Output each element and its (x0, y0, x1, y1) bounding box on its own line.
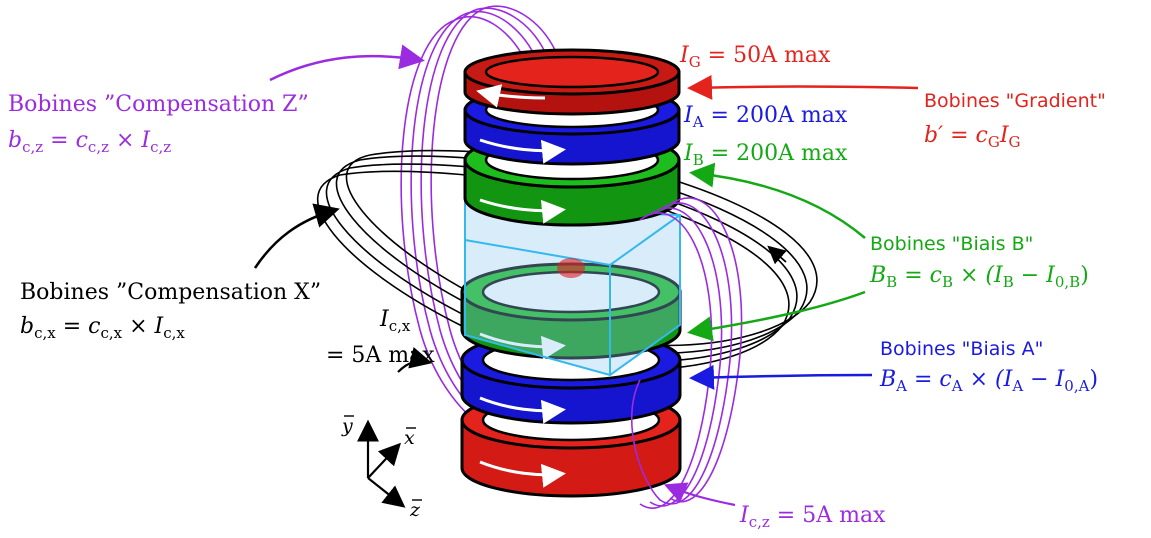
bias-b-title: Bobines "Biais B" (870, 233, 1033, 255)
gradient-title: Bobines "Gradient" (924, 90, 1106, 112)
current-compensation-x-symbol: Ic,x (379, 307, 411, 335)
current-compensation-z-label: Ic,z = 5A max (739, 503, 886, 531)
coil-bias-b-bottom (460, 262, 682, 360)
compensation-x-title: Bobines ”Compensation X” (20, 280, 321, 305)
compensation-x-direction-arrow (767, 245, 787, 265)
axis-z-label: z (409, 499, 421, 521)
current-compensation-x-value: = 5A max (326, 343, 435, 368)
compensation-z-formula: bc,z = cc,z × Ic,z (8, 128, 171, 156)
axis-vector-arrows (344, 415, 422, 501)
compensation-z-title: Bobines ”Compensation Z” (8, 92, 309, 117)
bias-b-formula: BB = cB × (IB − I0,B) (869, 263, 1089, 291)
compensation-x-formula: bc,x = cc,x × Ic,x (20, 314, 185, 342)
axis-x-label: x (404, 427, 415, 449)
arrow-icx (397, 347, 433, 373)
current-gradient-label: IG = 50A max (679, 43, 831, 71)
axes-triad (357, 419, 406, 508)
coil-gradient-top (463, 48, 681, 116)
current-bias-a-label: IA = 200A max (683, 103, 848, 131)
current-bias-b-label: IB = 200A max (683, 141, 848, 169)
arrow-bias-b-bottom (687, 290, 866, 342)
arrow-bias-b-top (689, 162, 866, 239)
axis-y-label: y (341, 415, 353, 437)
arrow-bias-a (689, 364, 873, 390)
arrow-icz (663, 482, 736, 507)
bias-a-formula: BA = cA × (IA − I0,A) (879, 367, 1098, 395)
arrow-compensation-z (269, 44, 425, 82)
gradient-formula: b′ = cGIG (924, 123, 1021, 151)
bias-a-title: Bobines "Biais A" (880, 338, 1043, 360)
arrow-gradient (687, 74, 919, 100)
arrow-compensation-x (253, 203, 340, 269)
